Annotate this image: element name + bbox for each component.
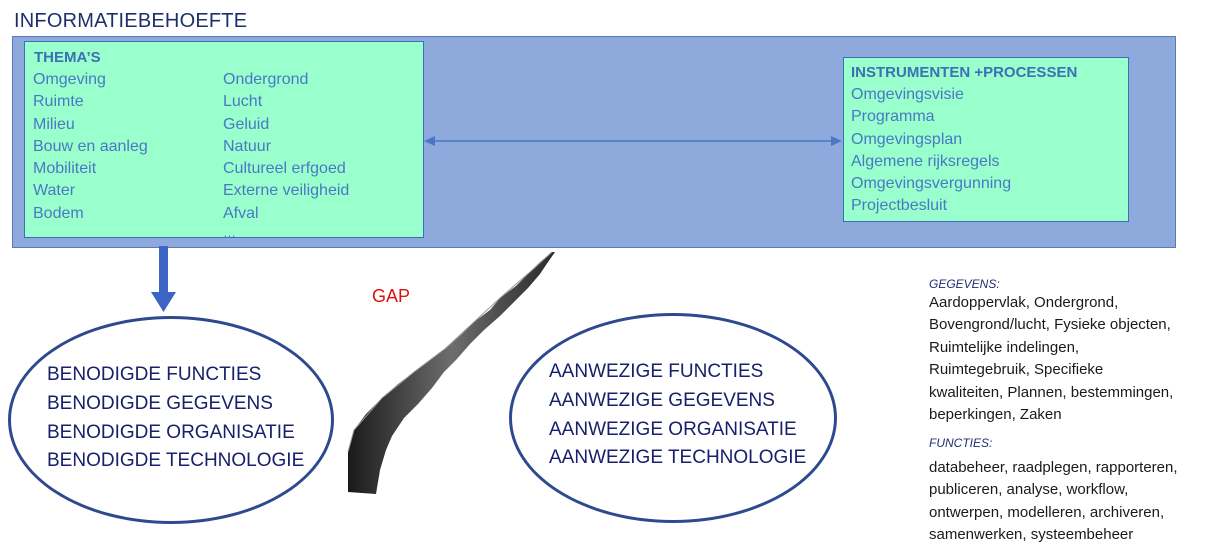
themes-box: THEMA’S Omgeving Ruimte Milieu Bouw en a… [24, 41, 424, 241]
data-line: Bovengrond/lucht, Fysieke objecten, [929, 316, 1171, 334]
functions-heading: FUNCTIES: [929, 436, 993, 450]
gap-crack [348, 252, 555, 494]
present-list: AANWEZIGE FUNCTIES AANWEZIGE GEGEVENS AA… [549, 358, 806, 473]
theme-item-ellipsis: … [223, 225, 236, 241]
instrument-item: Projectbesluit [851, 197, 948, 215]
data-line: beperkingen, Zaken [929, 406, 1062, 424]
required-list: BENODIGDE FUNCTIES BENODIGDE GEGEVENS BE… [47, 361, 304, 476]
theme-item: Externe veiligheid [223, 182, 350, 200]
theme-item: Natuur [223, 137, 272, 155]
instrument-item: Programma [851, 108, 935, 126]
present-item: AANWEZIGE ORGANISATIE [549, 418, 797, 440]
gap-label: GAP [372, 286, 411, 306]
theme-item: Bouw en aanleg [33, 137, 148, 155]
present-item: AANWEZIGE GEGEVENS [549, 389, 775, 411]
required-item: BENODIGDE FUNCTIES [47, 364, 262, 385]
themes-heading: THEMA’S [34, 49, 101, 66]
present-item: AANWEZIGE FUNCTIES [549, 361, 764, 382]
theme-item: Water [33, 182, 76, 200]
instruments-box: INSTRUMENTEN +PROCESSEN Omgevingsvisie P… [843, 57, 1129, 222]
functions-text: databeheer, raadplegen, rapporteren, pub… [929, 457, 1178, 547]
required-ellipse [8, 316, 334, 524]
themes-left-column: Omgeving Ruimte Milieu Bouw en aanleg Mo… [33, 69, 148, 225]
functions-line: databeheer, raadplegen, rapporteren, [929, 459, 1178, 476]
required-item: BENODIGDE ORGANISATIE [47, 421, 295, 443]
required-item: BENODIGDE TECHNOLOGIE [47, 450, 305, 472]
theme-item: Mobiliteit [33, 160, 97, 178]
present-item: AANWEZIGE TECHNOLOGIE [549, 447, 807, 469]
functions-line: ontwerpen, modelleren, archiveren, [929, 503, 1165, 521]
gap-crack-edge [347, 251, 553, 453]
theme-item: Geluid [223, 115, 270, 133]
down-arrow-icon [151, 246, 176, 312]
theme-item: Bodem [33, 204, 84, 222]
data-line: kwaliteiten, Plannen, bestemmingen, [929, 383, 1174, 401]
theme-item: Lucht [223, 93, 263, 111]
page-title: INFORMATIEBEHOEFTE [14, 10, 248, 32]
instrument-item: Omgevingsvisie [851, 86, 964, 103]
instruments-heading: INSTRUMENTEN +PROCESSEN [851, 64, 1078, 81]
data-heading: GEGEVENS: [929, 277, 1000, 291]
theme-item: Omgeving [33, 71, 106, 88]
theme-item: Ondergrond [223, 71, 309, 88]
data-line: Ruimtegebruik, Specifieke [929, 361, 1104, 379]
instrument-item: Algemene rijksregels [851, 152, 1000, 170]
instrument-item: Omgevingsvergunning [851, 175, 1012, 193]
instruments-list: Omgevingsvisie Programma Omgevingsplan A… [851, 84, 1011, 218]
functions-line: samenwerken, systeembeheer [929, 526, 1134, 544]
data-line: Aardoppervlak, Ondergrond, [929, 294, 1119, 311]
data-text: Aardoppervlak, Ondergrond, Bovengrond/lu… [929, 292, 1173, 426]
theme-item: Afval [223, 204, 259, 222]
theme-item: Cultureel erfgoed [223, 160, 346, 178]
themes-right-column: Ondergrond Lucht Geluid Natuur Cultureel… [223, 69, 349, 241]
data-line: Ruimtelijke indelingen, [929, 338, 1080, 356]
theme-item: Ruimte [33, 93, 84, 111]
double-arrow-connector [424, 136, 842, 146]
theme-item: Milieu [33, 115, 75, 133]
functions-line: publiceren, analyse, workflow, [929, 481, 1129, 499]
required-item: BENODIGDE GEGEVENS [47, 392, 273, 414]
present-ellipse [509, 313, 837, 523]
instrument-item: Omgevingsplan [851, 130, 963, 148]
